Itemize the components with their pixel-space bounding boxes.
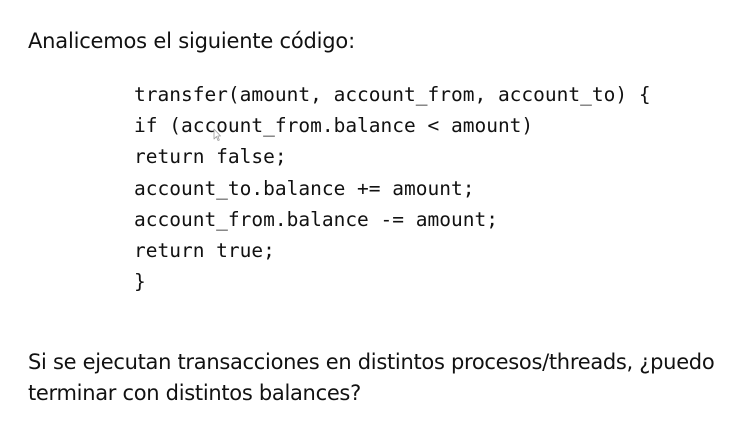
code-line-2: if (account_from.balance < amount) (134, 114, 534, 138)
mouse-pointer-icon (213, 128, 221, 141)
question-line-2: terminar con distintos balances? (28, 381, 361, 405)
code-line-6: return true; (134, 238, 275, 262)
question-line-1: Si se ejecutan transacciones en distinto… (28, 350, 715, 374)
code-block: transfer(amount, account_from, account_t… (134, 79, 651, 297)
intro-text: Analicemos el siguiente código: (28, 29, 355, 53)
code-line-7: } (134, 270, 146, 294)
code-line-5: account_from.balance -= amount; (134, 207, 498, 231)
question-text: Si se ejecutan transacciones en distinto… (28, 347, 743, 409)
code-line-1: transfer(amount, account_from, account_t… (134, 83, 651, 106)
code-line-3: return false; (134, 145, 287, 169)
code-line-4: account_to.balance += amount; (134, 176, 475, 200)
